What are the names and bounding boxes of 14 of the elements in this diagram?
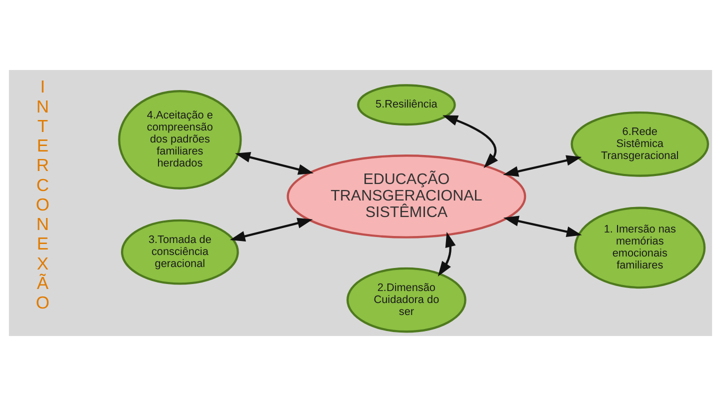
arrow	[503, 155, 582, 177]
arrow	[235, 152, 314, 175]
arrow	[438, 232, 456, 276]
node-ellipse: 4.Aceitação e compreensão dos padrões familiares herdados	[118, 90, 242, 190]
node-ellipse: 3.Tomada de consciência geracional	[121, 219, 239, 285]
arrow	[442, 115, 498, 168]
node-ellipse: 6.Rede Sistêmica Transgeracional	[570, 111, 710, 177]
node-ellipse: EDUCAÇÃO TRANSGERACIONAL SISTÊMICA	[286, 154, 526, 238]
node-ellipse: 5.Resiliência	[357, 84, 456, 126]
label: INTERCONEXÃO	[36, 76, 50, 313]
arrow	[230, 218, 313, 242]
node-ellipse: 2.Dimensão Cuidadora do ser	[346, 267, 466, 333]
node-ellipse: 1. Imersão nas memórias emocionais familiares	[574, 206, 706, 289]
arrow	[503, 216, 582, 238]
